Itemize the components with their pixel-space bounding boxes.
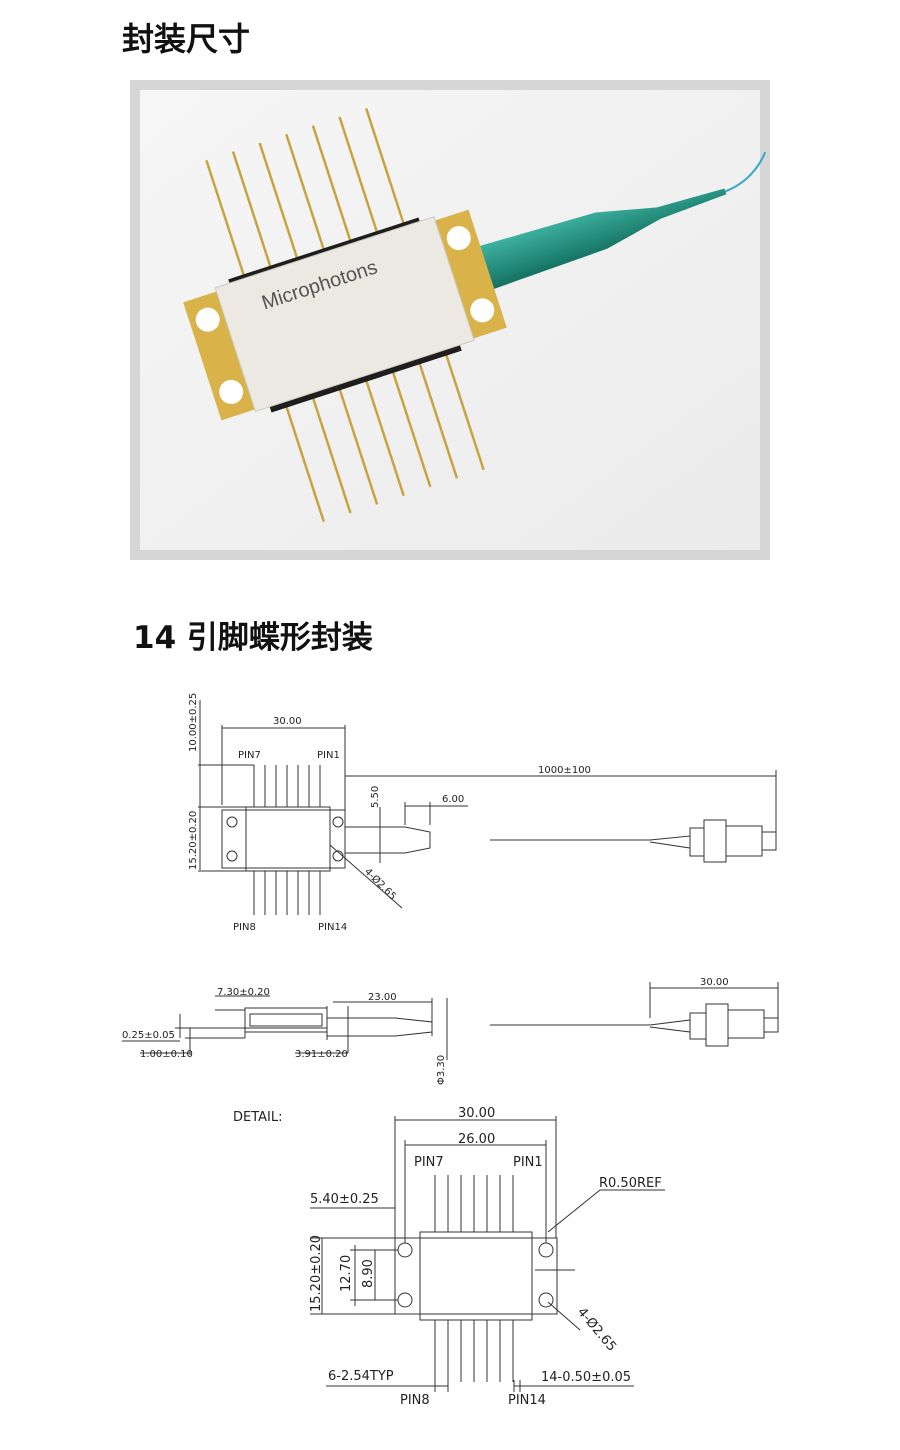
dimension-label: 1.00±0.10 — [140, 1049, 193, 1060]
dimension-label: PIN8 — [400, 1393, 430, 1408]
dimension-label: 3.91±0.20 — [295, 1049, 348, 1060]
dimension-label: PIN14 — [318, 922, 347, 933]
dimension-label: 14-0.50±0.05 — [541, 1370, 631, 1385]
section-title-14pin-butterfly: 14 引脚蝶形封装 — [133, 620, 373, 656]
dimension-label: PIN7 — [238, 750, 261, 761]
dimension-label: PIN1 — [317, 750, 340, 761]
product-photo: Microphotons — [130, 80, 770, 560]
dimension-label: 7.30±0.20 — [217, 987, 270, 998]
dimension-label: 6-2.54TYP — [328, 1369, 394, 1384]
dimension-label: PIN14 — [508, 1393, 546, 1408]
dimension-label: 15.20±0.20 — [188, 811, 199, 870]
drawing-top-view: 30.00 PIN7 PIN1 PIN8 PIN14 10.00±0.25 15… — [188, 693, 777, 933]
dimension-label: 30.00 — [273, 716, 302, 727]
dimension-label: 15.20±0.20 — [309, 1235, 324, 1312]
dimension-label: 0.25±0.05 — [122, 1030, 175, 1041]
dimension-label: 12.70 — [339, 1255, 354, 1292]
dimension-label: 23.00 — [368, 992, 397, 1003]
drawing-side-view: 7.30±0.20 23.00 0.25±0.05 1.00±0.10 3.91… — [122, 977, 779, 1085]
dimension-label: Φ3.30 — [436, 1055, 447, 1085]
bottom-pins — [282, 345, 485, 523]
dimension-drawings: 30.00 PIN7 PIN1 PIN8 PIN14 10.00±0.25 15… — [122, 693, 779, 1408]
dimension-label: 30.00 — [458, 1106, 495, 1121]
dimension-label: 8.90 — [361, 1259, 376, 1288]
dimension-label: 5.50 — [370, 786, 381, 808]
dimension-label: PIN1 — [513, 1155, 543, 1170]
dimension-label: DETAIL: — [233, 1110, 283, 1125]
top-pins — [205, 107, 408, 285]
section-title-package-dimensions: 封装尺寸 — [122, 20, 251, 58]
dimension-label: 4-Ø2.65 — [574, 1305, 619, 1355]
dimension-label: 30.00 — [700, 977, 729, 988]
dimension-label: PIN7 — [414, 1155, 444, 1170]
dimension-label: 4-Ø2.65 — [362, 866, 399, 903]
dimension-label: 26.00 — [458, 1132, 495, 1147]
dimension-label: R0.50REF — [599, 1176, 662, 1191]
dimension-label: PIN8 — [233, 922, 256, 933]
dimension-label: 1000±100 — [538, 765, 591, 776]
fiber-cable — [451, 151, 767, 299]
dimension-label: 6.00 — [442, 794, 464, 805]
dimension-label: 5.40±0.25 — [310, 1192, 379, 1207]
dimension-label: 10.00±0.25 — [188, 693, 199, 752]
package-body — [214, 216, 475, 413]
drawing-detail: DETAIL: 30.00 26.00 PIN7 PIN1 5.40±0.25 … — [233, 1106, 665, 1408]
